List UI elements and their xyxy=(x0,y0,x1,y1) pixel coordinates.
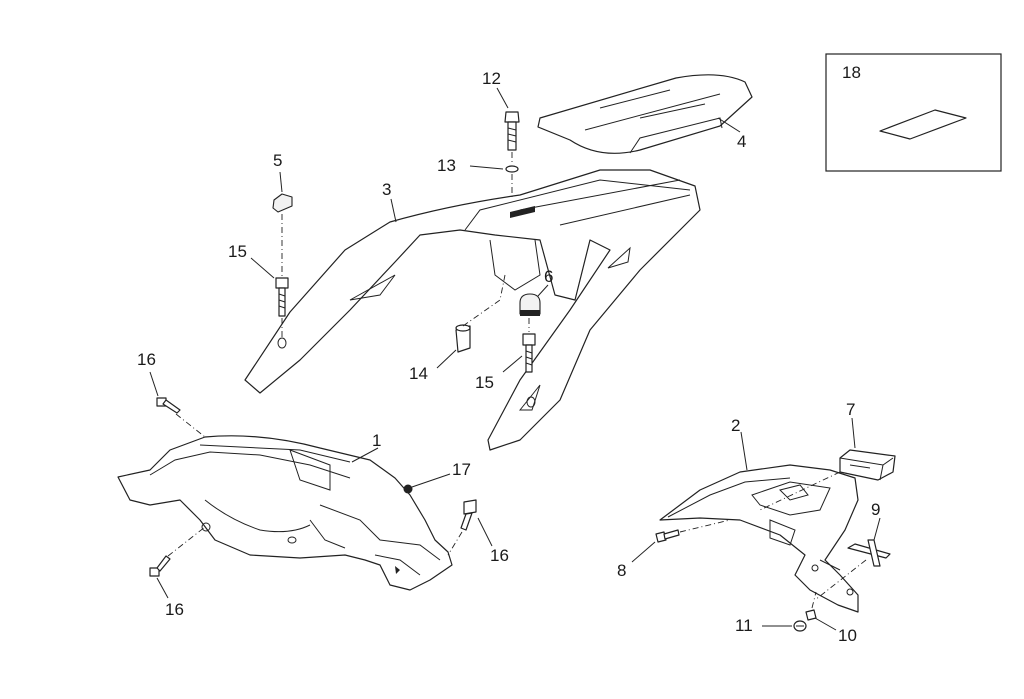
callout-18: 18 xyxy=(842,63,861,82)
part-16-screw-bottom xyxy=(149,555,171,577)
callout-4: 4 xyxy=(737,132,746,151)
part-15-bolt-right xyxy=(522,333,536,373)
callout-12: 12 xyxy=(482,69,501,88)
inset-box-18: 18 xyxy=(825,53,1002,172)
part-16-screw-right xyxy=(460,499,477,531)
callout-1: 1 xyxy=(372,431,381,450)
part-11-screw xyxy=(793,620,807,632)
callout-2: 2 xyxy=(731,416,740,435)
callout-7: 7 xyxy=(846,400,855,419)
part-5-cap xyxy=(272,193,293,213)
callout-9: 9 xyxy=(871,500,880,519)
part-6-grommet xyxy=(519,293,541,316)
callout-15-right: 15 xyxy=(475,373,494,392)
callout-15-left: 15 xyxy=(228,242,247,261)
callout-16-right: 16 xyxy=(490,546,509,565)
part-18-decal xyxy=(879,109,967,140)
callout-5: 5 xyxy=(273,151,282,170)
part-9-reflector-bracket xyxy=(847,539,891,567)
callout-3: 3 xyxy=(382,180,391,199)
part-10-nut xyxy=(805,609,817,621)
callout-14: 14 xyxy=(409,364,428,383)
part-8-screw xyxy=(655,529,680,543)
part-15-bolt-left xyxy=(275,277,289,317)
part-17-marker xyxy=(403,484,413,494)
part-13-washer xyxy=(505,165,519,173)
callout-13: 13 xyxy=(437,156,456,175)
part-3-rear-rack xyxy=(244,169,701,451)
callout-10: 10 xyxy=(838,626,857,645)
part-4-rack-cover xyxy=(537,74,753,154)
part-2-license-holder xyxy=(659,464,859,613)
callout-8: 8 xyxy=(617,561,626,580)
part-14-spacer xyxy=(455,324,471,353)
callout-16-top: 16 xyxy=(137,350,156,369)
part-16-screw-top xyxy=(156,397,181,414)
part-1-undertray xyxy=(117,435,453,591)
callout-17: 17 xyxy=(452,460,471,479)
part-7-plate-light xyxy=(839,449,896,481)
callout-16-bottom: 16 xyxy=(165,600,184,619)
callout-6: 6 xyxy=(544,267,553,286)
part-12-bolt xyxy=(504,111,520,151)
callout-11: 11 xyxy=(735,616,753,635)
